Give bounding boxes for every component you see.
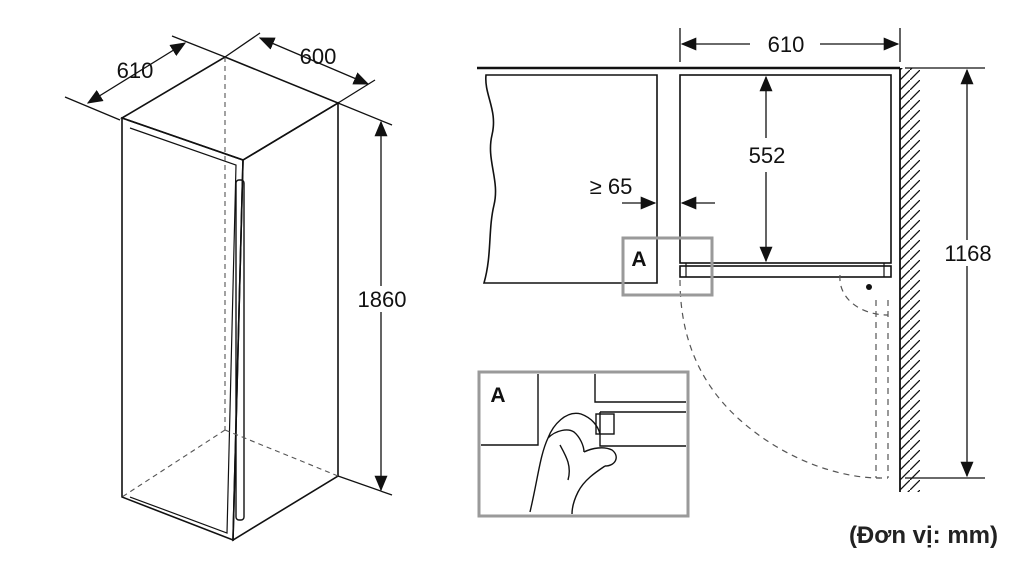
dim-door-swing: [905, 67, 985, 479]
dim-iso-height-label: 1860: [358, 287, 407, 312]
dim-door-swing-label: 1168: [944, 241, 991, 266]
appliance-body: [679, 74, 892, 264]
dim-iso-width: [224, 32, 376, 104]
hidden-edges: [121, 57, 339, 498]
appliance-door: [679, 265, 892, 278]
dim-iso-depth-label: 610: [117, 58, 154, 83]
door-handle: [235, 179, 245, 521]
dim-plan-width-label: 610: [768, 32, 805, 57]
dim-plan-width: [679, 28, 901, 62]
dim-iso-width-label: 600: [300, 44, 337, 69]
plan-view: [477, 66, 900, 284]
hand-illustration: [529, 412, 617, 515]
dim-plan-depth-label: 552: [749, 143, 786, 168]
isometric-cabinet: [120, 56, 340, 542]
adjacent-cabinet: [482, 74, 658, 284]
detail-label: A: [631, 248, 646, 271]
hinge-dot: [866, 284, 872, 290]
dim-iso-depth: [64, 35, 226, 121]
units-note: (Đơn vị: mm): [848, 522, 998, 549]
cabinet-side-face: [232, 101, 339, 542]
door-inner-edge: [129, 127, 237, 534]
wall-hatch: [900, 68, 920, 492]
detail-zoom-frame: [477, 370, 690, 518]
detail-zoom: A: [477, 370, 690, 518]
door-swing: [679, 274, 889, 479]
detail-highlight-box: [621, 236, 714, 297]
cabinet-top-face: [120, 56, 340, 161]
dim-clearance-label: ≥ 65: [590, 174, 633, 199]
detail-zoom-label: A: [490, 384, 505, 407]
